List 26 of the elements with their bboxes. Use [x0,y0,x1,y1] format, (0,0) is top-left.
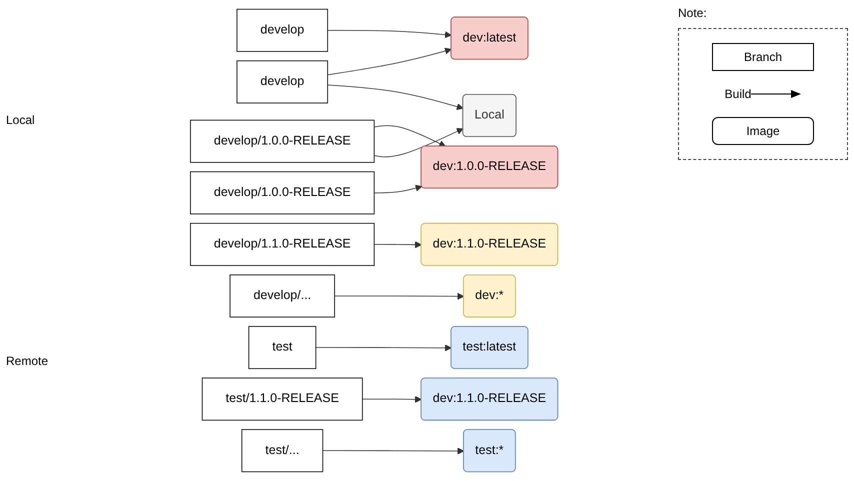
arrow [374,241,422,248]
node-box: develop/1.1.0-RELEASE [190,222,374,266]
arrow [374,128,464,158]
legend-label: Build [724,87,752,101]
arrow [362,396,422,403]
node-box: develop/... [230,274,335,318]
arrow [374,184,422,194]
node-box: test/1.1.0-RELEASE [202,378,363,421]
group-label: Remote [6,354,50,368]
arrow [374,125,446,147]
node-box: develop [236,60,328,104]
node-box: test/... [241,429,324,472]
node-box: develop [236,8,328,52]
arrow [322,448,464,454]
branch-sample: Branch [712,43,814,71]
arrow [327,84,464,110]
node-box: develop/1.0.0-RELEASE [190,171,374,214]
arrow [315,344,452,352]
image-sample: Image [712,117,814,145]
group-label: Local [6,113,36,128]
note-heading: Note: [678,6,708,20]
node-box: test [248,326,316,370]
node-box: develop/1.0.0-RELEASE [190,120,374,163]
arrow [327,30,452,38]
arrow [334,292,464,300]
arrow [327,48,452,76]
